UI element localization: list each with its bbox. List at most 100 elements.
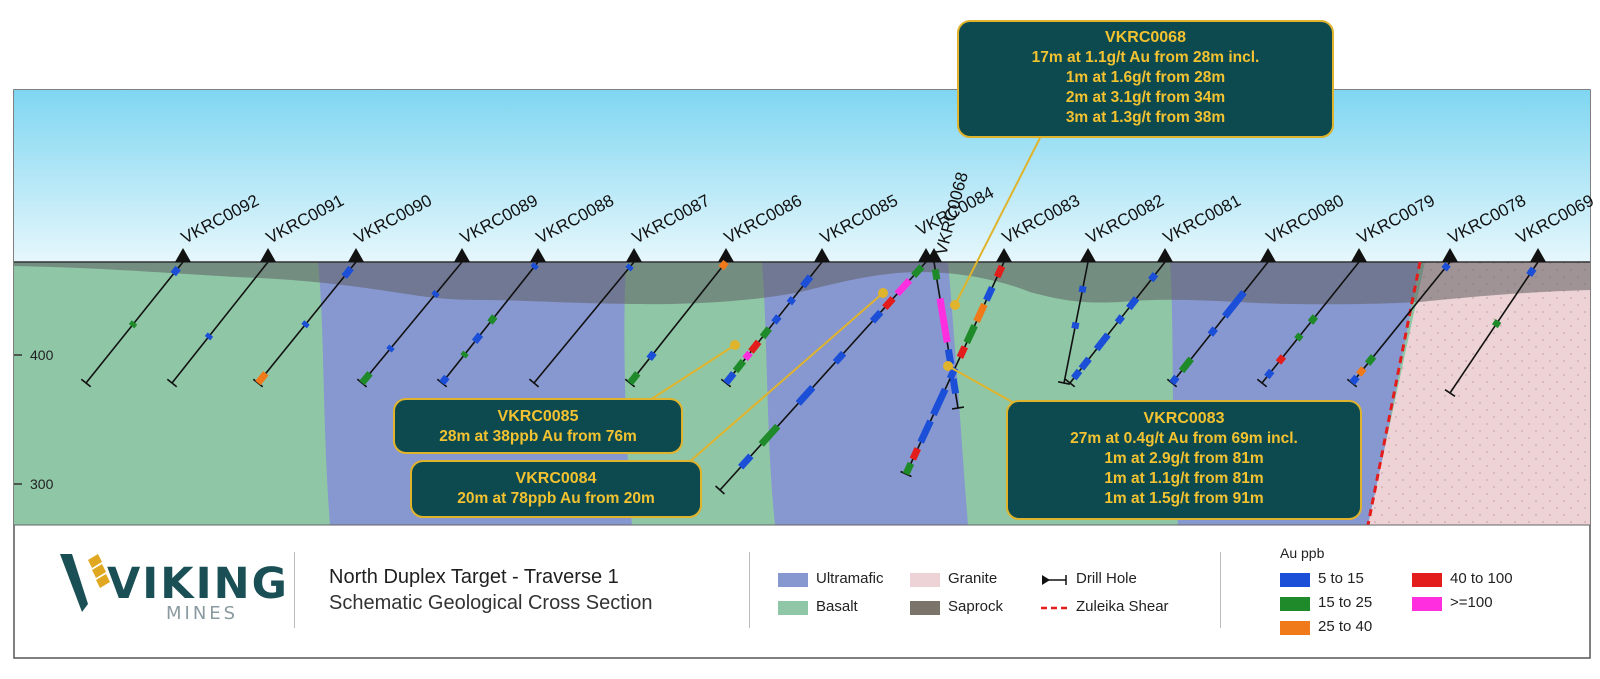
collar-marker (1260, 248, 1276, 262)
callout-line: 1m at 1.5g/t from 91m (1104, 490, 1264, 507)
au-label-40-100: 40 to 100 (1450, 570, 1513, 587)
logo-wordmark: VIKING (107, 559, 289, 609)
assay-interval (983, 285, 996, 302)
callout-line: 17m at 1.1g/t Au from 28m incl. (1031, 49, 1260, 66)
callout-line: 1m at 1.6g/t from 28m (1065, 69, 1226, 86)
legend-label-basalt: Basalt (816, 598, 858, 615)
collar-markers (175, 248, 1546, 262)
au-label-5-15: 5 to 15 (1318, 570, 1364, 587)
assay-interval (170, 265, 181, 277)
assay-interval (1294, 332, 1304, 342)
drill-trace-end-cap (715, 485, 725, 495)
footer-divider (294, 552, 295, 628)
collar-marker (348, 248, 364, 262)
callout-line: 1m at 1.1g/t from 81m (1104, 470, 1264, 487)
collar-marker (530, 248, 546, 262)
assay-interval (255, 371, 269, 386)
callout-line: 27m at 0.4g/t Au from 69m incl. (1070, 430, 1298, 447)
assay-interval (1364, 354, 1377, 366)
drill-trace-end-cap (528, 378, 540, 388)
callout-vkrc0085: VKRC0085 28m at 38ppb Au from 76m (393, 398, 683, 454)
assay-interval (204, 332, 214, 341)
legend-swatch-granite (910, 573, 940, 587)
assay-interval (487, 314, 498, 325)
assay-interval (786, 296, 796, 306)
drill-trace-end-cap (80, 378, 92, 388)
au-label-15-25: 15 to 25 (1318, 594, 1373, 611)
assay-interval (909, 447, 921, 461)
assay-interval (530, 262, 539, 271)
legend-label-granite: Granite (948, 570, 998, 587)
footer-divider (1220, 552, 1221, 628)
assay-interval (973, 302, 988, 323)
callout-line: 1m at 2.9g/t from 81m (1104, 450, 1264, 467)
drill-trace-end-cap (1444, 388, 1456, 398)
assay-interval (1356, 366, 1367, 377)
assay-interval (431, 290, 440, 299)
assay-interval (902, 461, 915, 476)
au-swatch-5-15 (1280, 573, 1310, 587)
assay-interval (936, 297, 951, 343)
legend-label-saprock: Saprock (948, 598, 1004, 615)
callout-title: VKRC0083 (1143, 410, 1225, 427)
au-swatch-15-25 (1280, 597, 1310, 611)
assay-interval (1307, 314, 1319, 325)
assay-interval (771, 314, 782, 325)
collar-marker (1530, 248, 1546, 262)
au-label-25-40: 25 to 40 (1318, 618, 1373, 635)
figure-subtitle: Schematic Geological Cross Section (329, 592, 653, 614)
assay-interval (1491, 318, 1502, 329)
assay-interval (949, 378, 960, 394)
assay-interval (732, 359, 747, 374)
assay-interval (460, 350, 469, 359)
assay-interval (917, 419, 934, 444)
assay-interval (471, 332, 484, 345)
assay-interval (1071, 368, 1083, 381)
assay-interval (359, 371, 373, 386)
geology-units (14, 262, 1590, 525)
callout-line: 20m at 78ppb Au from 20m (457, 490, 655, 507)
assay-interval (869, 309, 884, 324)
assay-interval (1078, 356, 1092, 371)
assay-interval (795, 385, 816, 406)
legend-label-drill-hole: Drill Hole (1076, 570, 1137, 587)
drill-trace-end-cap (951, 406, 965, 410)
assay-interval (718, 259, 729, 271)
legend-label-ultramafic: Ultramafic (816, 570, 884, 587)
callout-leaders (649, 137, 1041, 471)
assay-interval (646, 350, 657, 361)
leader-dot (730, 340, 740, 350)
assay-interval (1264, 368, 1275, 380)
leader-vkrc0068 (954, 137, 1041, 306)
assay-interval (723, 371, 737, 386)
callout-vkrc0083: VKRC0083 27m at 0.4g/t Au from 69m incl.… (1006, 400, 1362, 520)
elevation-label-300: 300 (30, 476, 54, 492)
assay-interval (832, 350, 847, 365)
au-legend-title: Au ppb (1280, 545, 1325, 561)
callout-title: VKRC0084 (515, 470, 597, 487)
collar-marker (996, 248, 1012, 262)
assay-interval (1526, 266, 1537, 278)
collar-marker (926, 248, 942, 262)
collar-marker (1351, 248, 1367, 262)
collar-marker (626, 248, 642, 262)
drill-trace-end-cap (1256, 378, 1268, 388)
assay-interval (341, 265, 354, 279)
assay-interval (738, 453, 754, 470)
assay-interval (931, 268, 941, 281)
assay-interval (993, 264, 1006, 279)
callout-title: VKRC0085 (497, 408, 579, 425)
assay-interval (627, 371, 641, 386)
collar-marker (1157, 248, 1173, 262)
assay-interval (1114, 314, 1126, 325)
footer-divider (749, 552, 750, 628)
collar-marker (454, 248, 470, 262)
zuleika-shear-line (1366, 261, 1422, 526)
callout-line: 2m at 3.1g/t from 34m (1065, 89, 1226, 106)
au-swatch-100 (1412, 597, 1442, 611)
assay-interval (748, 339, 762, 354)
legend-swatch-basalt (778, 601, 808, 615)
assay-interval (1207, 326, 1218, 337)
